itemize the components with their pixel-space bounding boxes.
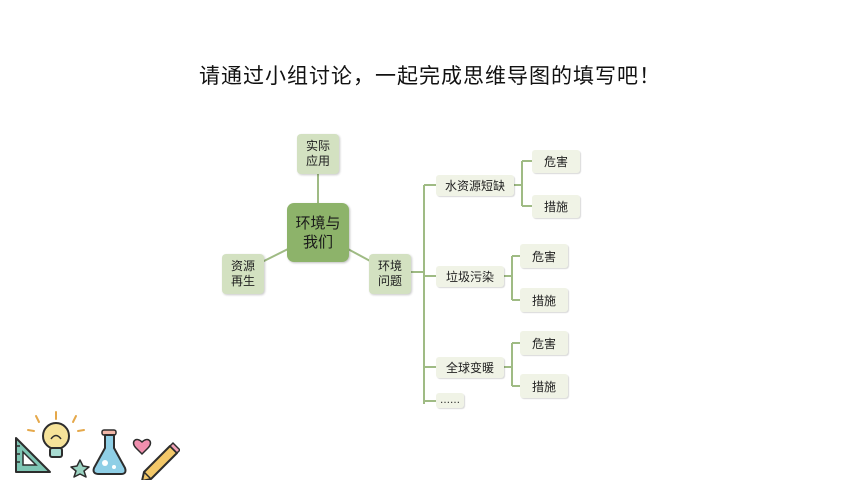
problem-warming-node: 全球变暖 <box>436 357 504 378</box>
water-harm-node: 危害 <box>532 150 580 173</box>
garbage-measures-node: 措施 <box>520 288 568 312</box>
water-measures-node: 措施 <box>532 195 580 218</box>
page-title: 请通过小组讨论，一起完成思维导图的填写吧！ <box>199 64 661 88</box>
problem-water-node: 水资源短缺 <box>436 175 514 196</box>
stationery-decoration <box>15 411 180 480</box>
heart-icon <box>132 438 152 456</box>
star-icon <box>70 459 90 478</box>
center-node: 环境与 我们 <box>287 203 349 262</box>
warming-measures-node: 措施 <box>520 374 568 398</box>
warming-harm-node: 危害 <box>520 331 568 355</box>
ruler-icon <box>15 437 51 473</box>
issues-node: 环境 问题 <box>369 254 411 294</box>
problem-garbage-node: 垃圾污染 <box>436 266 504 287</box>
lightbulb-icon <box>27 411 85 458</box>
flask-icon <box>92 429 127 475</box>
recycling-node: 资源 再生 <box>222 254 264 294</box>
applications-node: 实际 应用 <box>297 134 339 174</box>
pencil-icon <box>141 441 180 480</box>
more-node: …… <box>436 393 464 408</box>
garbage-harm-node: 危害 <box>520 244 568 268</box>
